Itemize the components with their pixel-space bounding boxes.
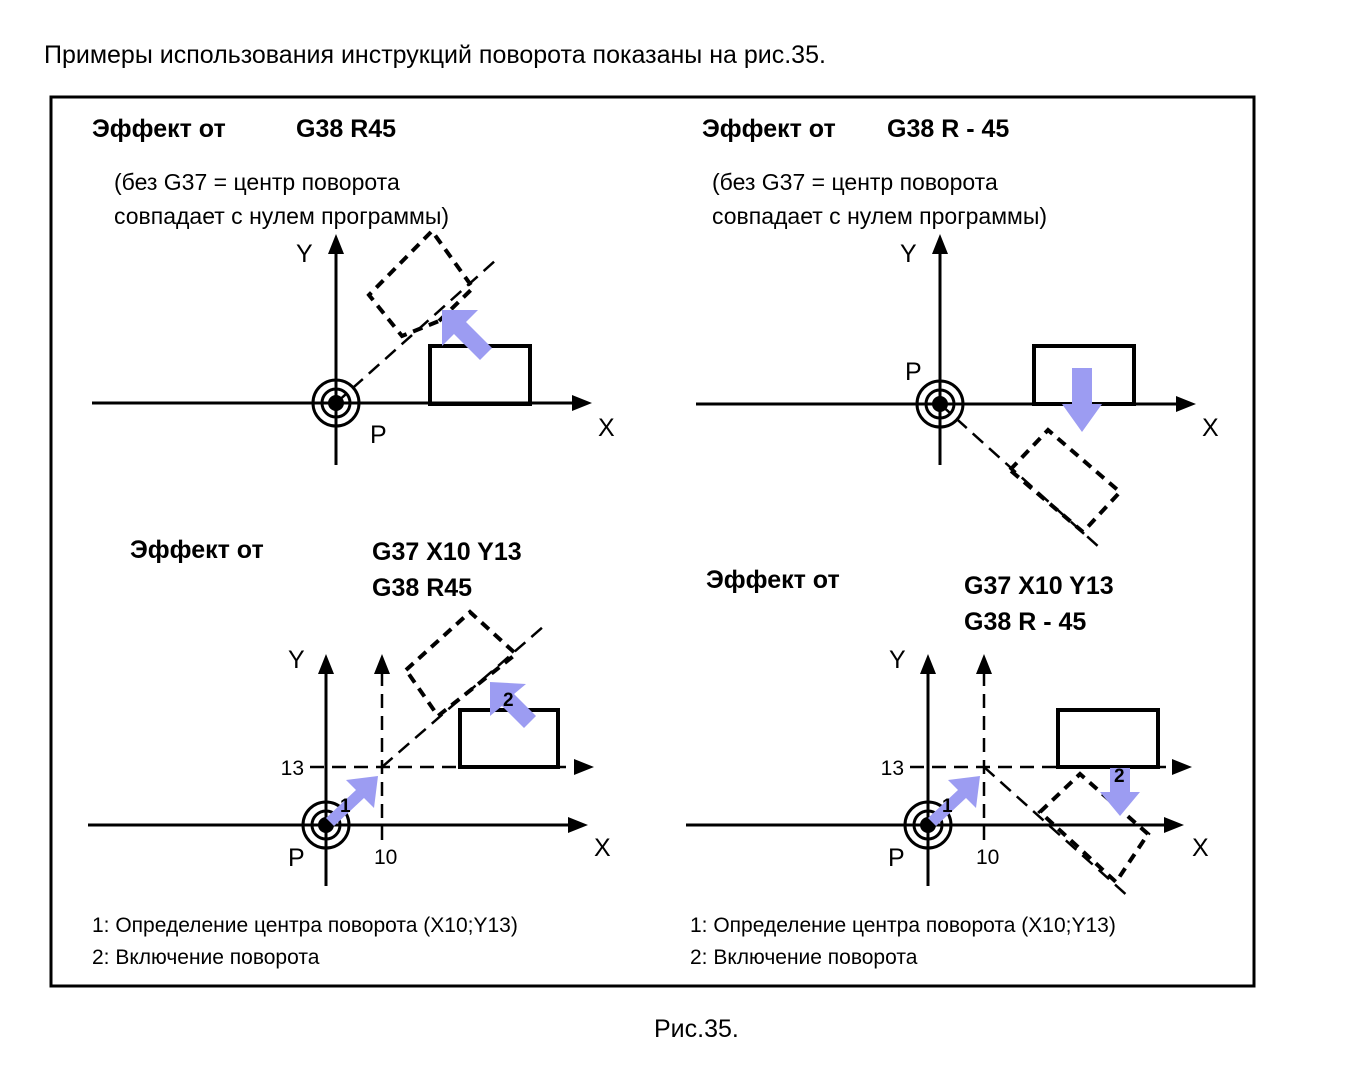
- x-axis-label: X: [1192, 834, 1209, 862]
- rotated-contour: [403, 609, 520, 719]
- original-contour: [458, 708, 560, 769]
- origin-label: P: [370, 421, 387, 449]
- legend-line1: 1: Определение центра поворота (X10;Y13): [92, 914, 518, 937]
- step2-label: 2: [503, 690, 514, 711]
- center-y-dashed-arrowhead: [976, 654, 992, 674]
- panel-bottom-left: Эффект от G37 X10 Y13 G38 R45 Y X P 13 1…: [88, 536, 611, 969]
- y-axis-arrowhead: [328, 234, 344, 254]
- panel-title-command: G38 R - 45: [887, 115, 1009, 143]
- center-x-dashed-arrowhead: [574, 759, 594, 775]
- y-axis-label: Y: [288, 646, 305, 674]
- tick-label-x: 10: [976, 846, 999, 869]
- x-axis-arrowhead: [1176, 396, 1196, 412]
- step1-arrow: [326, 776, 378, 826]
- step1-label: 1: [340, 796, 351, 817]
- panel-note-line1: (без G37 = центр поворота: [712, 169, 998, 195]
- rotation-arrow: [442, 310, 492, 360]
- panel-command-line1: G37 X10 Y13: [372, 538, 522, 566]
- figure-frame: [49, 95, 1256, 988]
- y-axis-label: Y: [296, 240, 313, 268]
- x-axis-label: X: [1202, 414, 1219, 442]
- program-zero-ring: [912, 809, 944, 841]
- rotation-axis-line: [381, 625, 545, 768]
- rotation-axis-line: [983, 766, 1131, 899]
- rotated-contour: [1037, 771, 1151, 886]
- tick-label-y: 13: [881, 757, 904, 780]
- tick-label-y: 13: [281, 757, 304, 780]
- intro-text: Примеры использования инструкций поворот…: [44, 41, 826, 69]
- legend-line2: 2: Включение поворота: [92, 946, 320, 969]
- rotation-arrow: [1062, 368, 1102, 432]
- step1-arrow: [928, 776, 980, 826]
- step2-label: 2: [1114, 766, 1125, 787]
- panel-title-prefix: Эффект от: [92, 115, 226, 143]
- step2-arrow: [1100, 768, 1140, 816]
- rotation-center-ring: [311, 378, 361, 428]
- x-axis-arrowhead: [1164, 817, 1184, 833]
- program-zero-ring: [301, 800, 351, 850]
- panel-title-prefix: Эффект от: [130, 536, 264, 564]
- origin-label: P: [888, 844, 905, 872]
- center-x-dashed-arrowhead: [1172, 759, 1192, 775]
- origin-label: P: [905, 358, 922, 386]
- panel-note-line2: совпадает с нулем программы): [712, 203, 1047, 229]
- rotation-axis-line: [939, 403, 1101, 549]
- y-axis-arrowhead: [932, 234, 948, 254]
- program-zero-ring: [903, 800, 953, 850]
- original-contour: [1056, 708, 1160, 769]
- origin-label: P: [288, 844, 305, 872]
- x-axis-label: X: [594, 834, 611, 862]
- figure-caption: Рис.35.: [654, 1015, 739, 1043]
- y-axis-label: Y: [900, 240, 917, 268]
- panel-title-command: G38 R45: [296, 115, 396, 143]
- panel-note-line1: (без G37 = центр поворота: [114, 169, 400, 195]
- x-axis-arrowhead: [572, 395, 592, 411]
- panel-title-prefix: Эффект от: [706, 566, 840, 594]
- tick-label-x: 10: [374, 846, 397, 869]
- panel-command-line2: G38 R45: [372, 574, 472, 602]
- panel-top-left: Эффект от G38 R45 (без G37 = центр повор…: [92, 115, 615, 465]
- rotated-contour: [366, 227, 476, 339]
- panel-command-line1: G37 X10 Y13: [964, 572, 1114, 600]
- y-axis-arrowhead: [920, 654, 936, 674]
- panel-note-line2: совпадает с нулем программы): [114, 203, 449, 229]
- rotation-center-ring: [924, 388, 956, 420]
- panel-title-prefix: Эффект от: [702, 115, 836, 143]
- step2-arrow: [490, 682, 536, 728]
- y-axis-arrowhead: [318, 654, 334, 674]
- program-zero-ring: [310, 809, 342, 841]
- panel-bottom-right: Эффект от G37 X10 Y13 G38 R - 45 Y X P 1…: [686, 566, 1209, 969]
- rotation-center-ring: [915, 379, 965, 429]
- x-axis-label: X: [598, 414, 615, 442]
- panel-top-right: Эффект от G38 R - 45 (без G37 = центр по…: [696, 115, 1219, 549]
- legend-line1: 1: Определение центра поворота (X10;Y13): [690, 914, 1116, 937]
- legend-line2: 2: Включение поворота: [690, 946, 918, 969]
- panel-command-line2: G38 R - 45: [964, 608, 1086, 636]
- x-axis-arrowhead: [568, 817, 588, 833]
- center-y-dashed-arrowhead: [374, 654, 390, 674]
- y-axis-label: Y: [889, 646, 906, 674]
- step1-label: 1: [942, 796, 953, 817]
- rotated-contour: [1007, 427, 1123, 535]
- rotation-center-ring: [320, 387, 352, 419]
